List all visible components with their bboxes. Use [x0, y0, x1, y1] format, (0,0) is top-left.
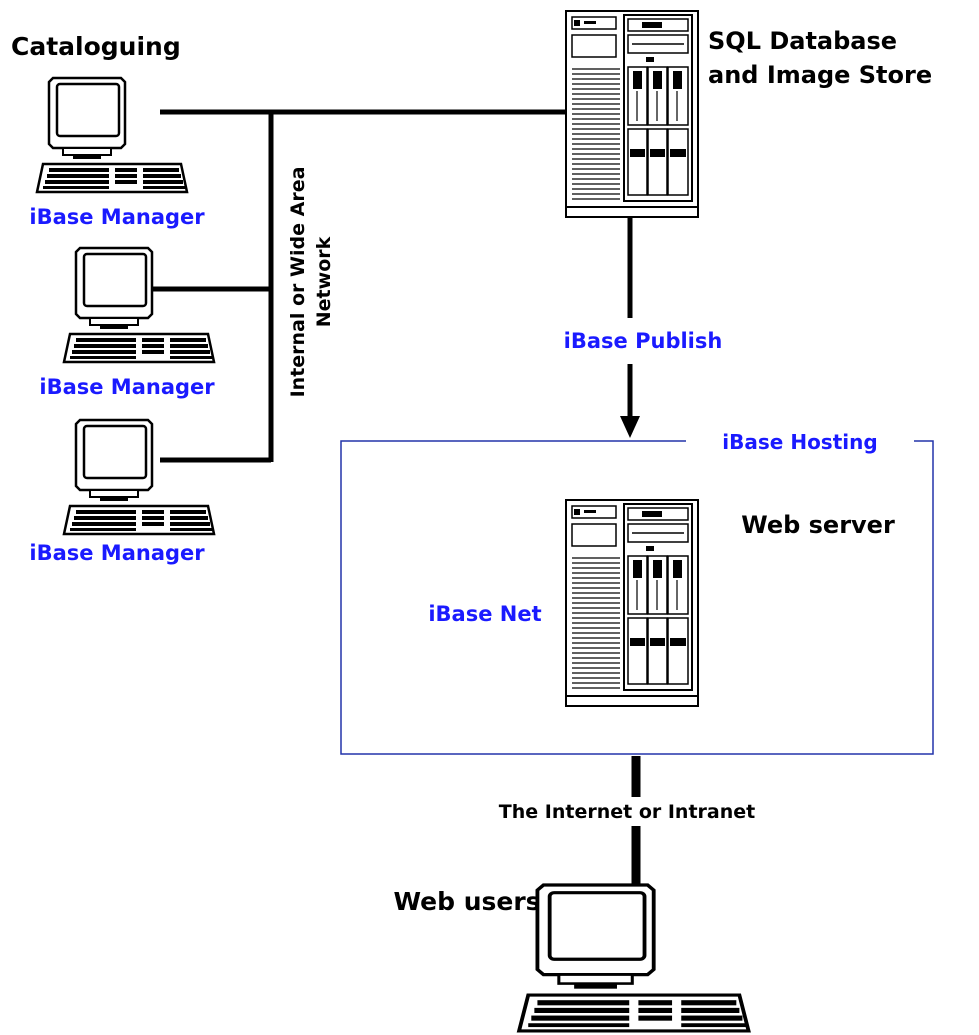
web-user-computer-icon: [517, 883, 751, 1033]
hosting-box: iBase Hosting: [340, 428, 934, 755]
hosting-box-frame: [340, 440, 934, 755]
network-label-line1: Internal or Wide Area: [287, 167, 309, 398]
publish-arrow-head: [620, 416, 640, 438]
client-computer-icon: [35, 76, 189, 194]
cataloguing-client-1[interactable]: iBase Manager: [29, 76, 205, 229]
hosting-label: iBase Hosting: [722, 430, 877, 454]
client-label: iBase Manager: [29, 205, 205, 229]
web-user-client[interactable]: [517, 883, 751, 1033]
web-server-title: Web server: [741, 511, 895, 539]
database-label-line2: and Image Store: [708, 61, 932, 89]
hosting-label-mask: [686, 428, 914, 456]
cataloguing-client-2[interactable]: iBase Manager: [39, 246, 216, 399]
publish-label: iBase Publish: [564, 329, 723, 353]
database-server[interactable]: [565, 10, 699, 218]
cataloguing-title: Cataloguing: [11, 32, 181, 61]
server-icon: [565, 10, 699, 218]
network-label: Internal or Wide Area Network: [287, 167, 335, 398]
network-label-line2: Network: [313, 236, 335, 327]
server-icon: [565, 499, 699, 707]
client-computer-icon: [62, 246, 216, 364]
app-label: iBase Net: [428, 602, 541, 626]
internet-label: The Internet or Intranet: [499, 801, 755, 823]
web-server[interactable]: [565, 499, 699, 707]
client-label: iBase Manager: [39, 375, 215, 399]
web-users-label: Web users: [393, 887, 540, 916]
network-links: [150, 109, 641, 898]
database-label-line1: SQL Database: [708, 27, 897, 55]
client-label: iBase Manager: [29, 541, 205, 565]
client-computer-icon: [62, 418, 216, 536]
cataloguing-client-3[interactable]: iBase Manager: [29, 418, 216, 565]
